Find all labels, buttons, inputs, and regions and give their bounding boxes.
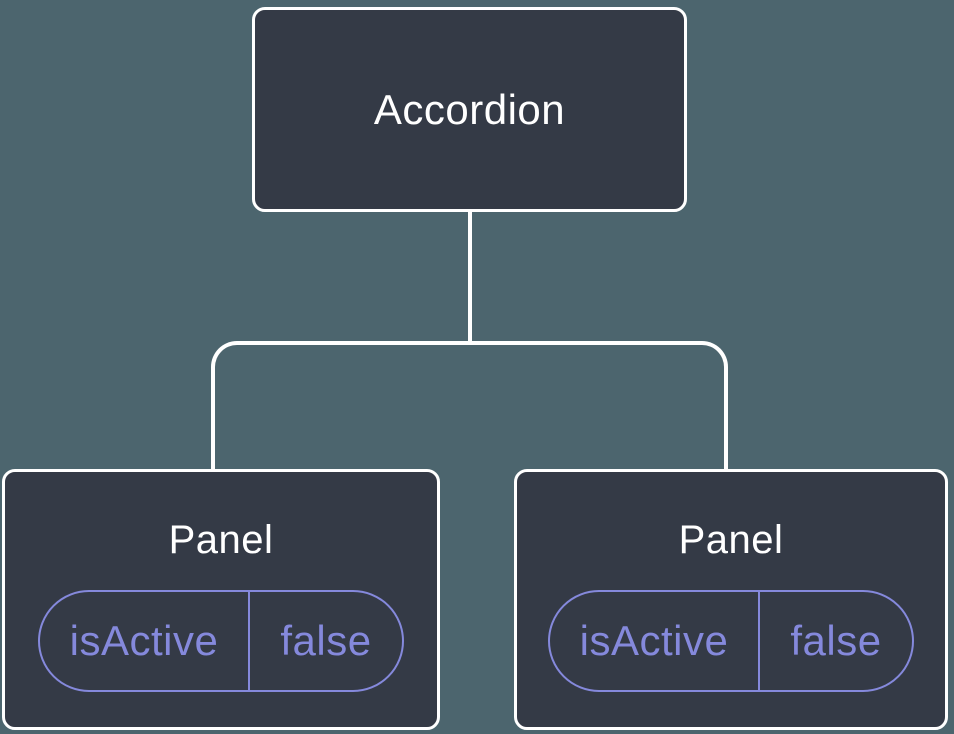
state-pill-right: isActive false	[548, 590, 914, 692]
component-node-panel-left: Panel isActive false	[2, 469, 440, 730]
state-key-label: isActive	[69, 617, 219, 664]
state-key-label: isActive	[579, 617, 729, 664]
state-value-cell: false	[760, 592, 912, 690]
panel-right-label: Panel	[678, 518, 784, 562]
component-node-accordion: Accordion	[252, 7, 687, 212]
state-value-cell: false	[250, 592, 402, 690]
state-key-cell: isActive	[40, 592, 250, 690]
accordion-node-label: Accordion	[373, 85, 566, 133]
panel-left-label: Panel	[168, 518, 274, 562]
state-value-label: false	[790, 617, 882, 664]
connector-bracket-line	[211, 341, 728, 470]
connector-stem-line	[468, 211, 472, 343]
state-key-cell: isActive	[550, 592, 760, 690]
state-pill-left: isActive false	[38, 590, 404, 692]
state-value-label: false	[280, 617, 372, 664]
component-node-panel-right: Panel isActive false	[514, 469, 948, 730]
